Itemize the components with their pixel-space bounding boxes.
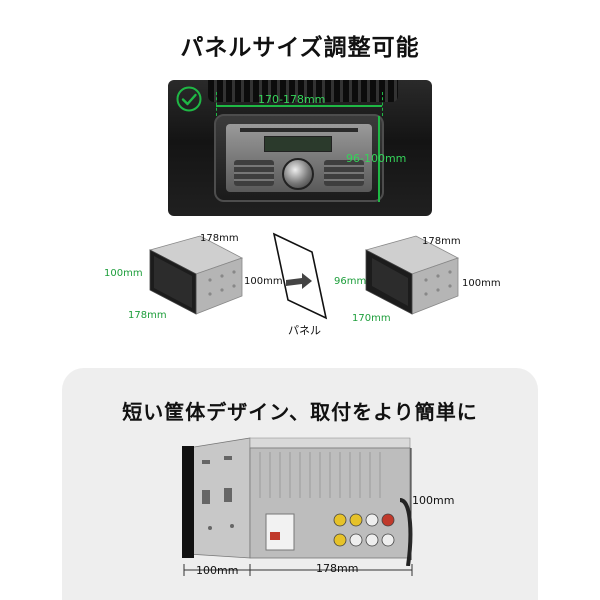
radio-buttons-left [234,160,274,186]
unit-before-height-label: 100mm [244,276,283,287]
photo-height-label: 96-100mm [346,152,407,165]
unit-after-front-width-label: 170mm [352,313,391,324]
radio-display [264,136,332,152]
unit-before-width-label: 178mm [200,233,239,244]
height-dimension-line-rear [410,448,412,560]
air-vent [208,80,398,102]
rear-depth-label: 100mm [196,564,239,577]
volume-knob [282,158,314,190]
panel-label: パネル [288,324,321,337]
rear-height-label: 100mm [412,494,455,507]
panel-sheet [272,232,328,320]
cd-slot [240,128,358,132]
radio-buttons-right [324,160,364,186]
unit-before-front-height-label: 100mm [104,268,143,279]
head-unit-before [148,235,244,315]
head-unit-rear-view [182,437,413,566]
dashboard-photo: 170-178mm 96-100mm [168,80,432,216]
unit-after-width-label: 178mm [422,236,461,247]
photo-width-label: 170-178mm [258,93,326,106]
width-guide-left [216,92,217,116]
unit-after-height-label: 100mm [462,278,501,289]
unit-before-front-width-label: 178mm [128,310,167,321]
unit-after-front-height-label: 96mm [334,276,367,287]
section-title-short-chassis: 短い筐体デザイン、取付をより簡単に [122,400,478,424]
height-dimension-line [378,116,380,202]
arrow-right-icon [286,273,312,289]
rear-width-label: 178mm [316,562,359,575]
check-circle-icon [176,86,202,112]
head-unit-after [364,235,460,315]
width-guide-right [382,92,383,116]
section-title-panel-size: パネルサイズ調整可能 [180,35,420,61]
bottom-dimension-lines [183,564,413,576]
width-dimension-line [216,105,382,107]
